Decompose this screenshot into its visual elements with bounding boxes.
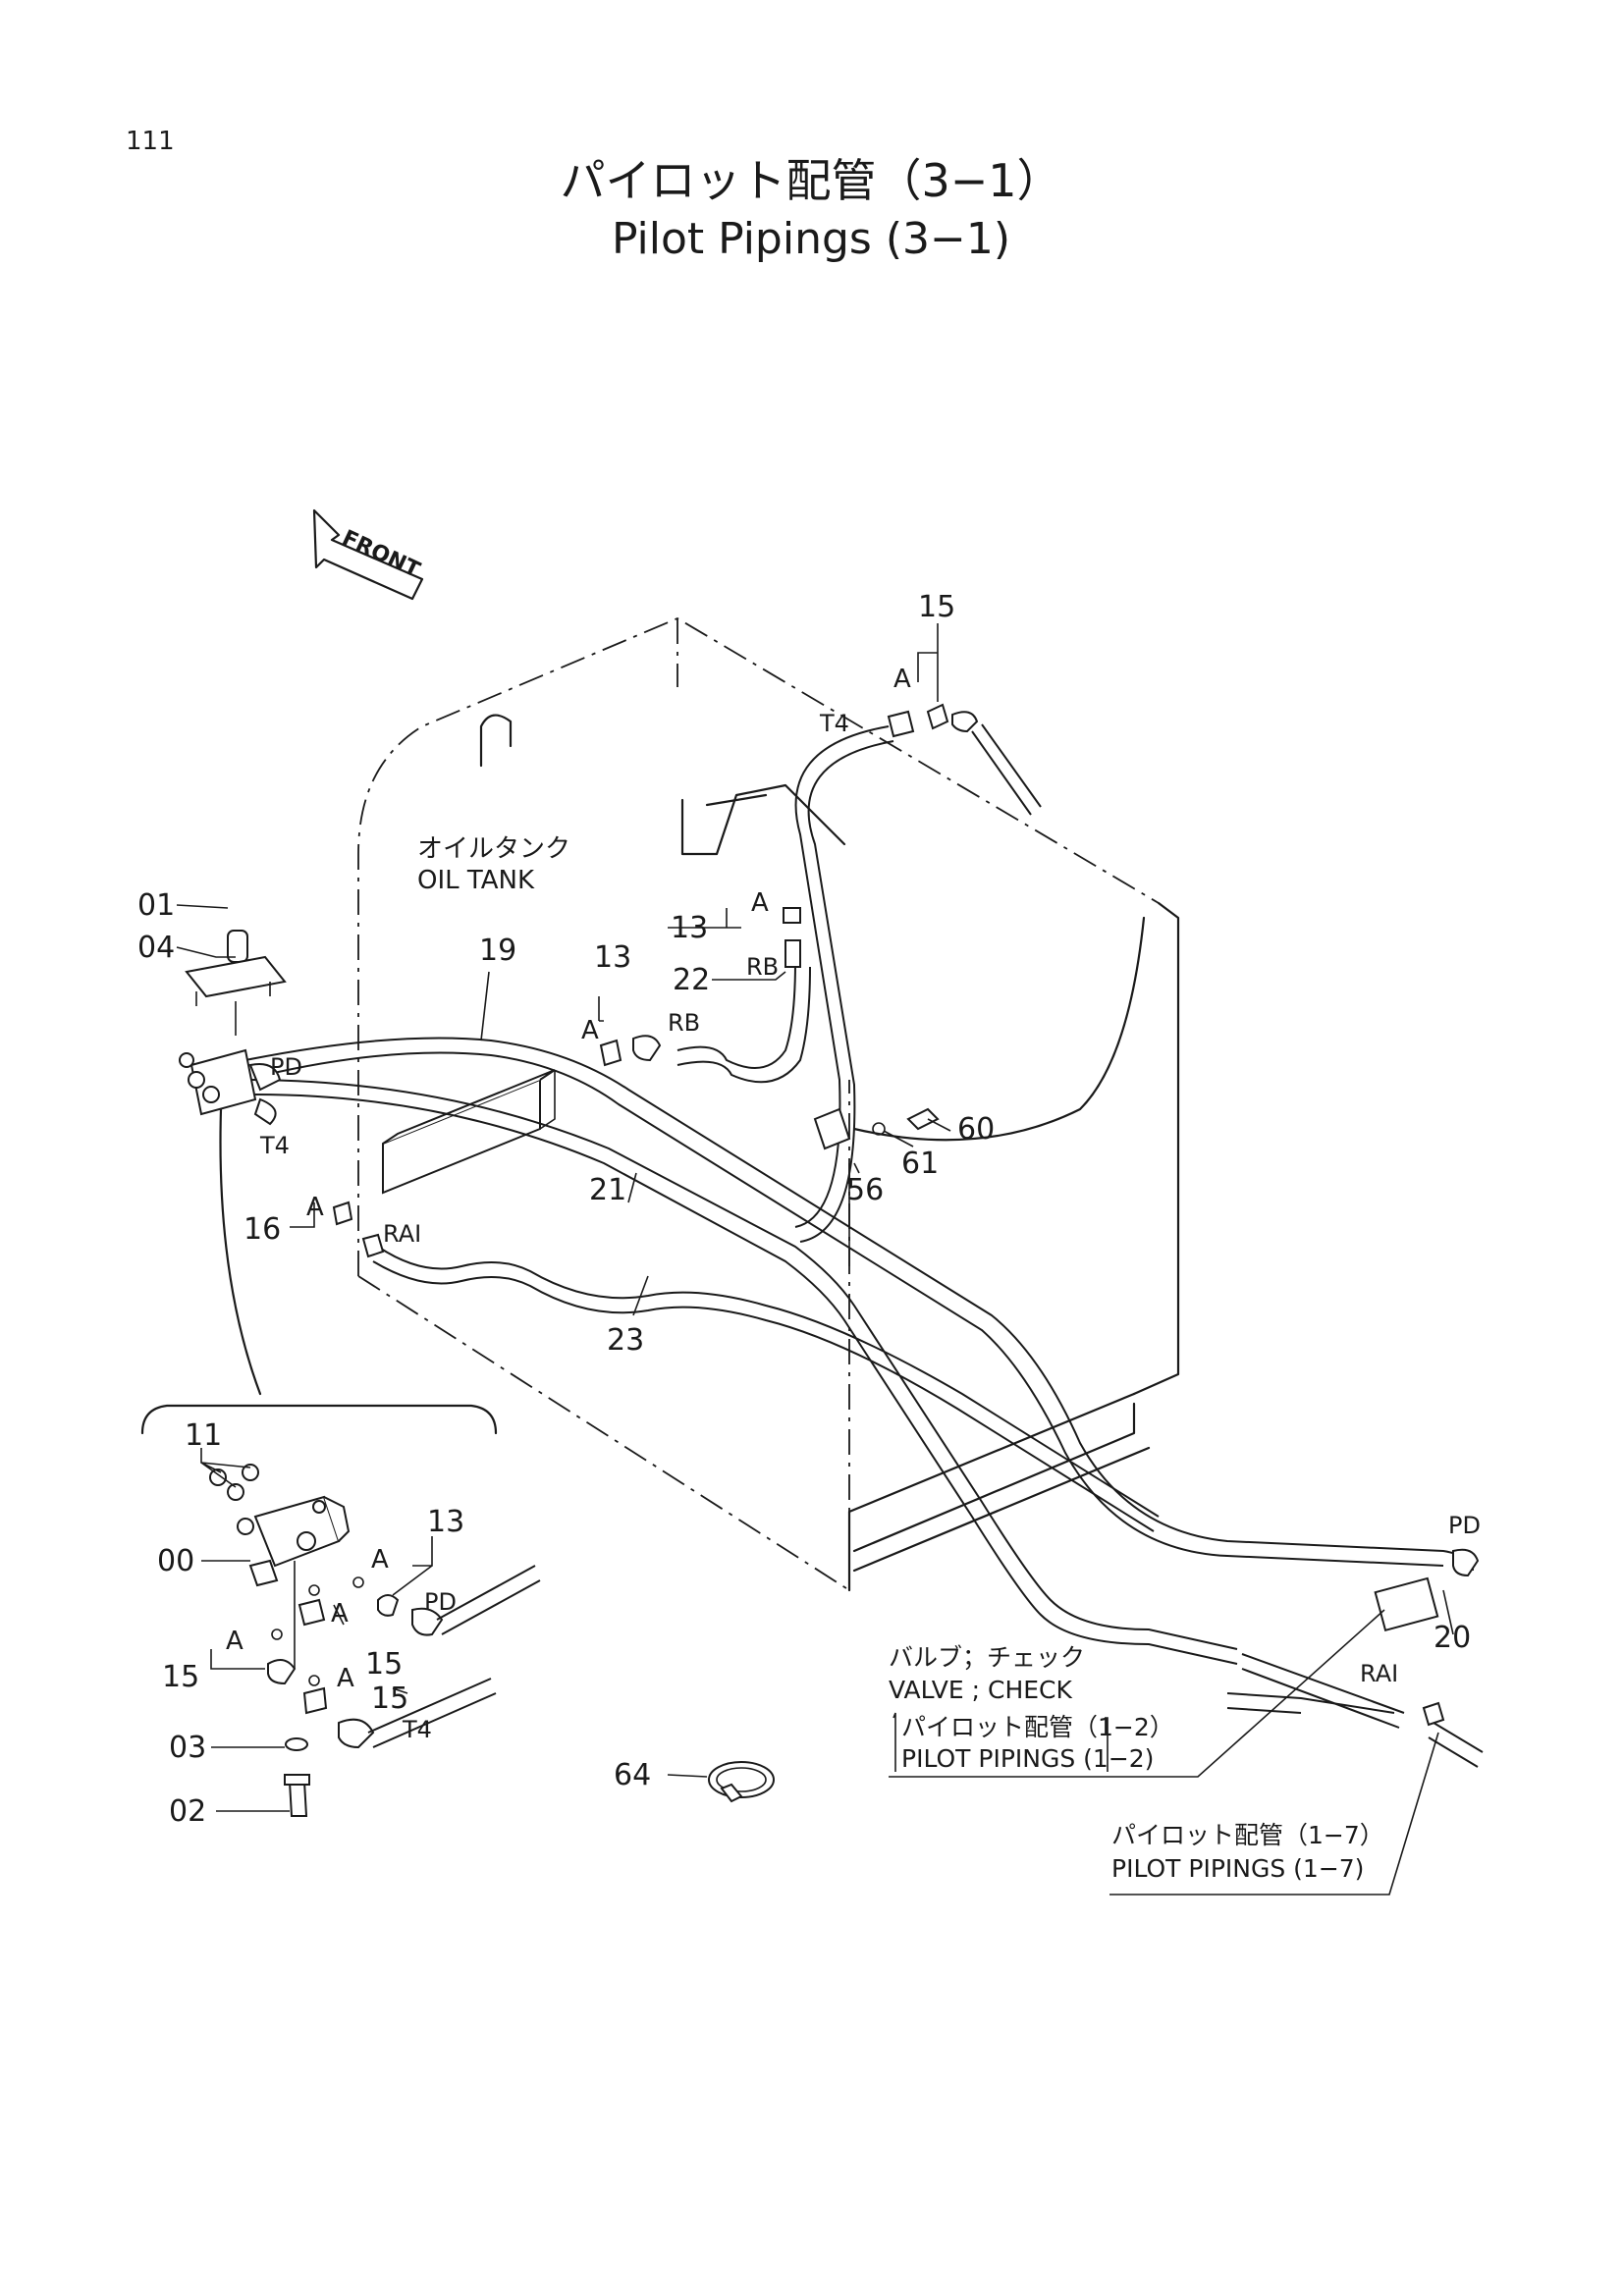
callout-60: 60 <box>957 1112 995 1147</box>
joint-a-inset-13: A <box>371 1545 389 1575</box>
port-rai-right: RAI <box>1360 1660 1398 1687</box>
fittings <box>332 703 1480 1803</box>
joint-a-inset-mid: A <box>331 1599 349 1629</box>
callout-23: 23 <box>607 1323 644 1358</box>
callout-03: 03 <box>169 1731 206 1765</box>
callout-04: 04 <box>137 931 175 965</box>
ref-1-7-en: PILOT PIPINGS (1−7) <box>1111 1854 1364 1883</box>
check-valve-en: VALVE ; CHECK <box>889 1676 1073 1704</box>
callout-15-inset-low: 15 <box>371 1682 408 1716</box>
front-label: FRONT <box>338 526 423 583</box>
callout-22: 22 <box>673 963 710 997</box>
title-japanese: パイロット配管（3−1） <box>560 154 1061 207</box>
port-pd-inset: PD <box>424 1588 457 1616</box>
callout-16: 16 <box>243 1212 281 1247</box>
page-number: 111 <box>126 127 175 156</box>
check-valve-jp: バルブ；チェック <box>889 1643 1085 1672</box>
callout-20: 20 <box>1434 1621 1471 1655</box>
callout-13-inset: 13 <box>427 1505 464 1539</box>
port-t4-inset: T4 <box>402 1716 432 1743</box>
callout-19: 19 <box>479 934 516 968</box>
callout-00: 00 <box>157 1544 194 1578</box>
callout-11: 11 <box>185 1418 222 1453</box>
callout-02: 02 <box>169 1794 206 1829</box>
ref-1-2-jp: パイロット配管（1−2） <box>901 1713 1174 1741</box>
callout-01: 01 <box>137 888 175 923</box>
callout-61: 61 <box>901 1147 939 1181</box>
oil-tank-label-jp: オイルタンク <box>417 834 570 864</box>
callout-13-upper: 13 <box>671 911 708 945</box>
callout-15-inset-left: 15 <box>162 1660 199 1694</box>
joint-a-16: A <box>306 1193 324 1222</box>
callout-15-inset-mid: 15 <box>365 1647 403 1682</box>
callout-64: 64 <box>614 1758 651 1792</box>
front-arrow-icon: FRONT <box>312 508 423 601</box>
ref-1-2-en: PILOT PIPINGS (1−2) <box>901 1744 1154 1773</box>
title-english: Pilot Pipings (3−1) <box>612 214 1010 264</box>
callout-21: 21 <box>589 1173 626 1207</box>
oil-tank-label-en: OIL TANK <box>417 866 535 895</box>
callout-15-top: 15 <box>918 590 955 624</box>
port-rb-lower: RB <box>668 1009 700 1037</box>
port-pd-valve: PD <box>270 1053 302 1081</box>
joint-a-inset-left: A <box>226 1627 243 1656</box>
reference-notes: バルブ；チェック VALVE ; CHECK パイロット配管（1−2） PILO… <box>889 1643 1384 1883</box>
joint-a-top: A <box>893 665 911 694</box>
ref-1-7-jp: パイロット配管（1−7） <box>1111 1821 1384 1849</box>
detail-inset <box>140 1404 541 1817</box>
callout-13-center: 13 <box>594 940 631 975</box>
callout-56: 56 <box>846 1173 884 1207</box>
callout-numbers: 01 04 19 13 13 22 15 21 16 23 56 60 61 2… <box>137 590 1471 1829</box>
oil-tank-outline <box>357 616 1180 1592</box>
joint-a-13-center: A <box>581 1016 599 1045</box>
joint-a-inset-low: A <box>337 1664 354 1693</box>
port-rb-upper: RB <box>746 953 779 981</box>
port-t4-top: T4 <box>819 710 849 737</box>
joint-a-13-upper: A <box>751 888 769 918</box>
joint-a-labels: A A A A A A A A A <box>226 665 911 1693</box>
port-t4-valve: T4 <box>259 1132 290 1159</box>
leader-lines <box>176 623 1454 1896</box>
pilot-hoses <box>219 723 1484 1768</box>
port-labels: PD T4 T4 RB RB RAI RAI PD PD T4 <box>259 710 1481 1743</box>
port-rai-left: RAI <box>383 1220 421 1248</box>
pilot-valve-assembly <box>179 930 287 1126</box>
port-pd-right: PD <box>1448 1512 1481 1539</box>
